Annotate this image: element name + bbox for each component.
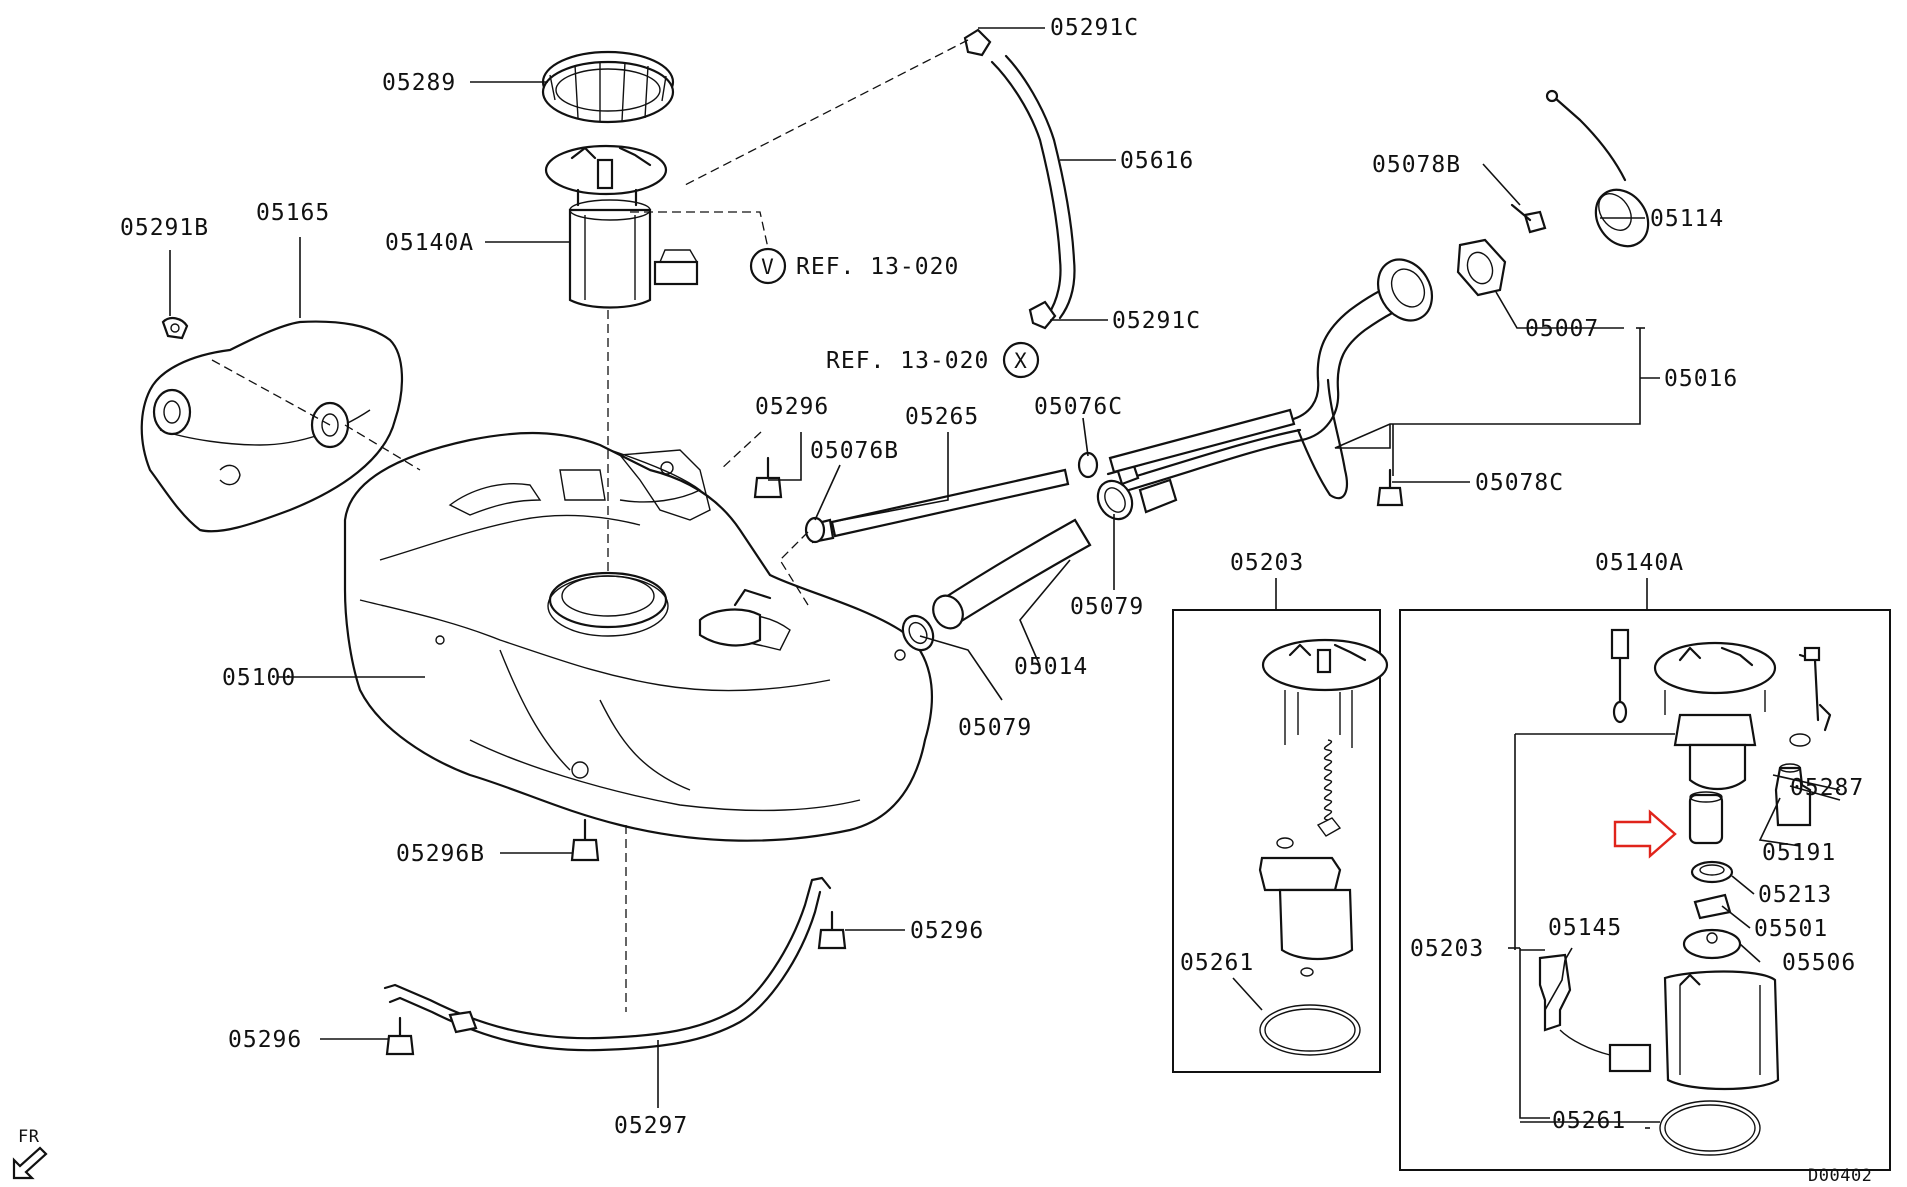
bolt-05296-b: [817, 910, 847, 950]
fr-label: FR: [18, 1127, 40, 1147]
front-arrow-icon: [12, 1146, 48, 1180]
label-05114: 05114: [1650, 206, 1724, 232]
label-05296-b: 05296: [910, 918, 984, 944]
label-05265: 05265: [905, 404, 979, 430]
label-05296-c: 05296: [228, 1027, 302, 1053]
hose-05265: [808, 468, 1070, 544]
label-05079-b: 05079: [958, 715, 1032, 741]
leader-lines: [169, 27, 1841, 1129]
fuel-tank: [343, 431, 933, 842]
label-05291b: 05291B: [120, 215, 209, 241]
clamp-05079-b: [901, 614, 935, 652]
label-05078b: 05078B: [1372, 152, 1461, 178]
box2-label-05501: 05501: [1754, 916, 1828, 942]
label-05297: 05297: [614, 1113, 688, 1139]
label-05078c: 05078C: [1475, 470, 1564, 496]
label-05100: 05100: [222, 665, 296, 691]
vapor-pipe: [1108, 408, 1296, 474]
label-05291c-top: 05291C: [1050, 15, 1139, 41]
ref-marker-v-text: REF. 13-020: [796, 254, 959, 280]
label-05014: 05014: [1014, 654, 1088, 680]
ref-marker-x-text: REF. 13-020: [826, 348, 989, 374]
label-05291c-mid: 05291C: [1112, 308, 1201, 334]
diagram-ref-code: D00402: [1808, 1166, 1872, 1186]
fuel-cap: [1545, 89, 1650, 248]
vent-hose: [963, 28, 1076, 330]
detail-box-05203: [1172, 609, 1389, 1073]
bolt-05078c: [1376, 468, 1404, 507]
label-05140a-main: 05140A: [385, 230, 474, 256]
box2-title: 05140A: [1595, 550, 1684, 576]
box2-label-05213: 05213: [1758, 882, 1832, 908]
bolt-05296b: [570, 818, 600, 862]
label-05007: 05007: [1525, 316, 1599, 342]
label-05165: 05165: [256, 200, 330, 226]
label-05079-a: 05079: [1070, 594, 1144, 620]
heat-shield: [140, 320, 403, 533]
box2-label-05261: 05261: [1552, 1108, 1626, 1134]
front-direction-indicator: FR: [12, 1127, 48, 1180]
label-05616: 05616: [1120, 148, 1194, 174]
fuel-pump-module: [544, 144, 699, 309]
clamp-05079-a: [1096, 479, 1134, 521]
label-05076c: 05076C: [1034, 394, 1123, 420]
box2-label-05203: 05203: [1410, 936, 1484, 962]
label-05076b: 05076B: [810, 438, 899, 464]
hose-05014: [932, 518, 1092, 630]
box2-label-05145: 05145: [1548, 915, 1622, 941]
label-05296b: 05296B: [396, 841, 485, 867]
box2-label-05506: 05506: [1782, 950, 1856, 976]
bolt-05078b: [1510, 203, 1547, 234]
bolt-05296-a: [753, 456, 783, 499]
ref-marker-v-letter: V: [761, 255, 775, 279]
ref-marker-x: X REF. 13-020: [826, 341, 1040, 379]
clip-05291b: [161, 316, 189, 340]
tank-strap: [383, 876, 832, 1052]
clamp-05076b: [804, 516, 826, 544]
bolt-05296-c: [385, 1016, 415, 1056]
box2-label-05287: 05287: [1790, 775, 1864, 801]
box1-label-05261: 05261: [1180, 950, 1254, 976]
label-05289: 05289: [382, 70, 456, 96]
filler-neck: [1106, 258, 1434, 514]
filler-gasket: [1456, 238, 1507, 297]
part-labels: 05289 05291C 05616 05140A 05291B 05165 0…: [120, 15, 1864, 1139]
box1-title: 05203: [1230, 550, 1304, 576]
ref-marker-x-letter: X: [1014, 349, 1028, 373]
box2-label-05191: 05191: [1762, 840, 1836, 866]
label-05016: 05016: [1664, 366, 1738, 392]
lock-ring: [541, 50, 675, 124]
ref-marker-v: V REF. 13-020: [749, 247, 959, 285]
label-05296-a: 05296: [755, 394, 829, 420]
clamp-05076c: [1077, 451, 1099, 479]
